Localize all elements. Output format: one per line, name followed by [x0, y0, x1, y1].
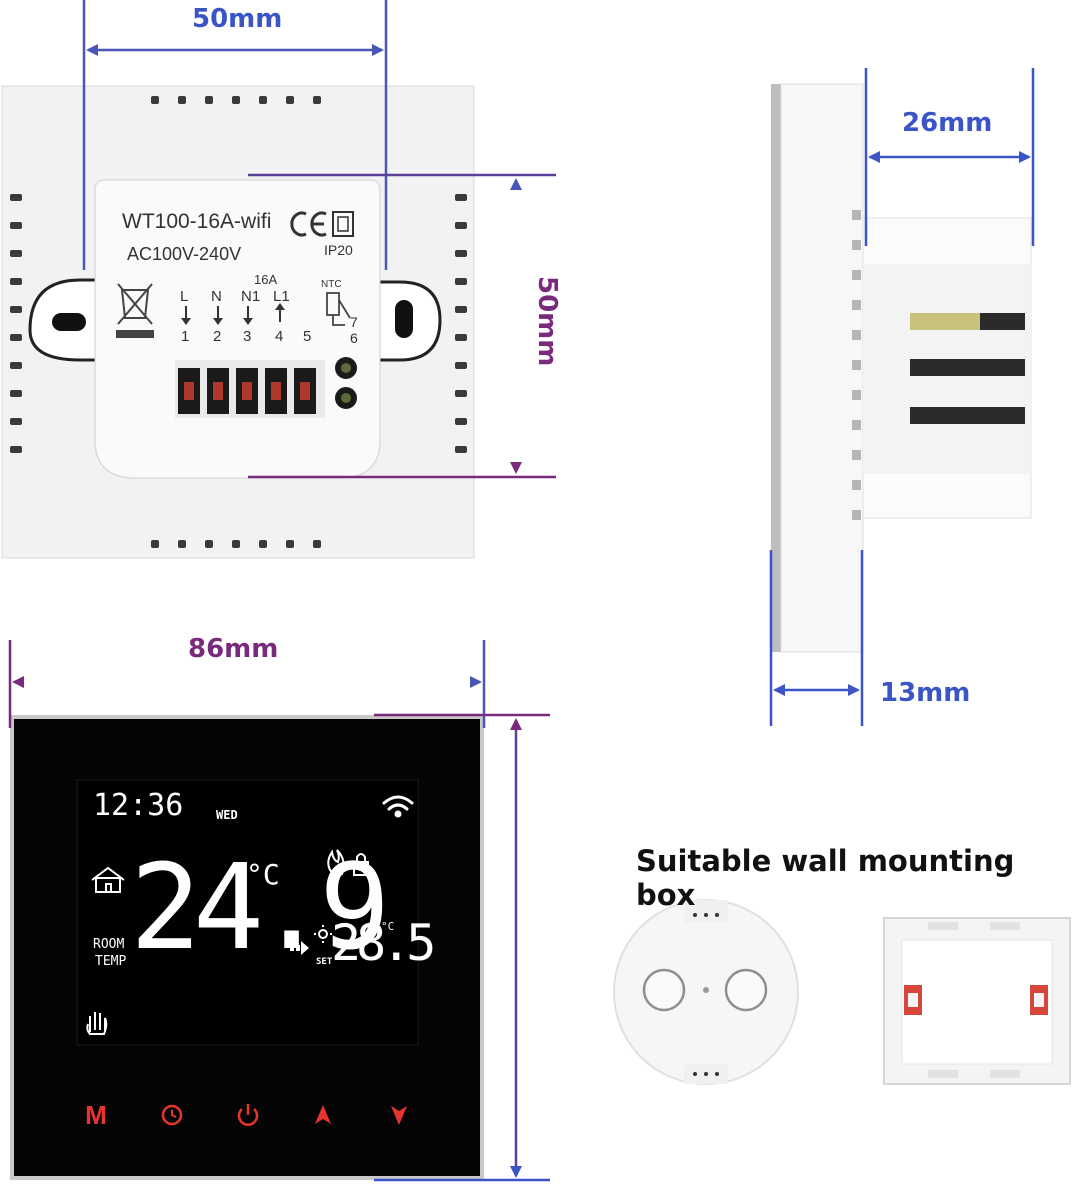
lock-icon: [353, 853, 369, 876]
weee-icon: [116, 283, 154, 338]
terminal-number-1: 1: [181, 328, 190, 345]
current-label: 16A: [254, 272, 278, 287]
ce-mark: [290, 211, 354, 237]
terminal-number-7: 7: [350, 314, 358, 330]
side-view: [771, 83, 1032, 653]
room-temp-value: 24.9: [130, 838, 390, 976]
power-button[interactable]: [228, 1100, 268, 1139]
back-height-label: 50mm: [532, 276, 562, 367]
room-label-line2: TEMP: [95, 954, 127, 969]
power-icon: [237, 1104, 259, 1126]
set-temp-value: 28.5: [331, 914, 436, 972]
terminal-number-6: 6: [350, 330, 358, 346]
front-panel: [10, 715, 484, 1180]
flame-icon: [327, 849, 345, 875]
side-thickness-label: 13mm: [880, 678, 971, 708]
terminal-number-5: 5: [303, 328, 312, 345]
clock-button[interactable]: [152, 1100, 192, 1139]
down-button[interactable]: [379, 1100, 419, 1139]
dimension-lines-front: [8, 640, 550, 1182]
up-arrow-icon: [315, 1105, 331, 1124]
day-display: WED: [216, 808, 238, 822]
terminal-label-l: L: [180, 288, 189, 305]
back-width-label: 50mm: [192, 4, 283, 34]
model-label: WT100-16A-wifi: [122, 210, 272, 233]
mode-button[interactable]: M: [85, 1100, 107, 1130]
sun-icon: [314, 925, 332, 943]
ntc-label: NTC: [321, 279, 342, 290]
front-width-label: 86mm: [188, 634, 279, 664]
ip-label: IP20: [324, 242, 353, 258]
terminal-number-2: 2: [213, 328, 222, 345]
wifi-icon: [382, 795, 414, 818]
terminal-label-n: N: [211, 288, 222, 305]
room-label-line1: ROOM: [93, 937, 125, 952]
set-temp-unit: °C: [381, 920, 395, 933]
up-button[interactable]: [303, 1100, 343, 1139]
arrow-icon: [290, 941, 309, 955]
home-icon: [91, 866, 125, 893]
room-temp-unit: °C: [246, 858, 280, 891]
terminal-number-4: 4: [275, 328, 284, 345]
square-mounting-box: [883, 917, 1071, 1085]
time-display: 12:36: [93, 788, 184, 823]
down-arrow-icon: [391, 1106, 407, 1125]
terminal-label-n1: N1: [241, 288, 261, 305]
hand-icon: [86, 1012, 108, 1035]
voltage-label: AC100V-240V: [127, 244, 242, 264]
terminal-label-l1: L1: [273, 288, 290, 305]
dimension-lines-side: [769, 68, 1035, 726]
dimension-lines-back: [82, 0, 556, 479]
mounting-box-title: Suitable wall mounting box: [636, 844, 1015, 912]
back-panel: [1, 85, 475, 559]
side-depth-label: 26mm: [902, 108, 993, 138]
clock-icon: [161, 1104, 183, 1126]
set-label: SET: [316, 957, 333, 967]
terminal-number-3: 3: [243, 328, 252, 345]
round-mounting-box: [613, 899, 799, 1085]
